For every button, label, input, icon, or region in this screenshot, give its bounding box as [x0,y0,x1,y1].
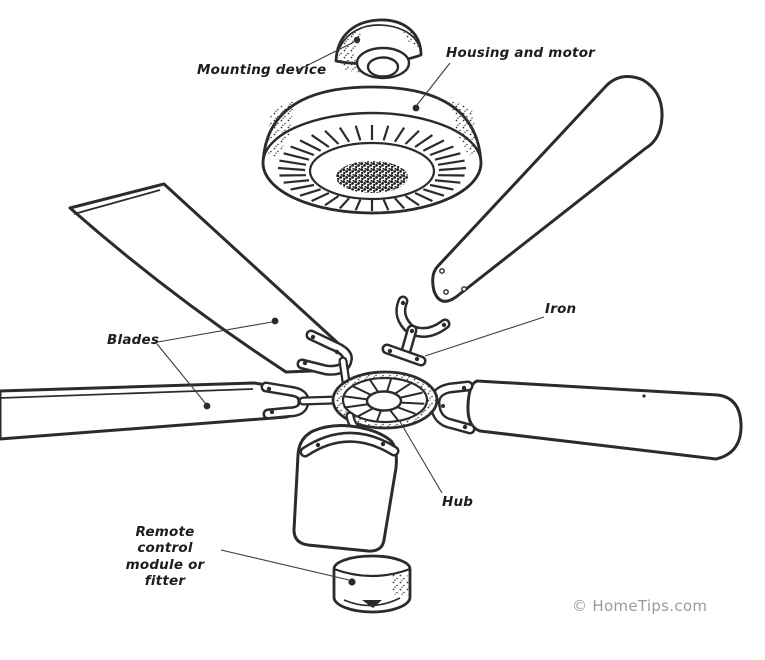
blade-right-drawing [466,379,743,461]
remote-module-drawing [332,554,412,614]
label-iron: Iron [545,301,577,317]
housing-and-motor-drawing [261,85,483,215]
mounting-device-drawing [334,18,423,80]
label-remote-line2: module or fitter [125,556,205,590]
label-housing-and-motor: Housing and motor [446,45,596,61]
label-mounting-device: Mounting device [197,62,327,78]
leader-dots [203,36,420,586]
blade-upper-right-drawing [431,74,664,303]
blade-left-drawing [0,381,301,441]
watermark: © HomeTips.com [572,597,708,615]
label-remote-control: Remote control module or fitter [110,524,220,590]
hub-drawing [331,370,439,430]
label-remote-line1: Remote control [135,524,195,557]
label-blades: Blades [107,332,160,348]
label-hub: Hub [442,494,474,510]
iron-drawing [381,295,451,367]
leader-lines [151,41,545,581]
blade-bottom-drawing [292,411,400,553]
